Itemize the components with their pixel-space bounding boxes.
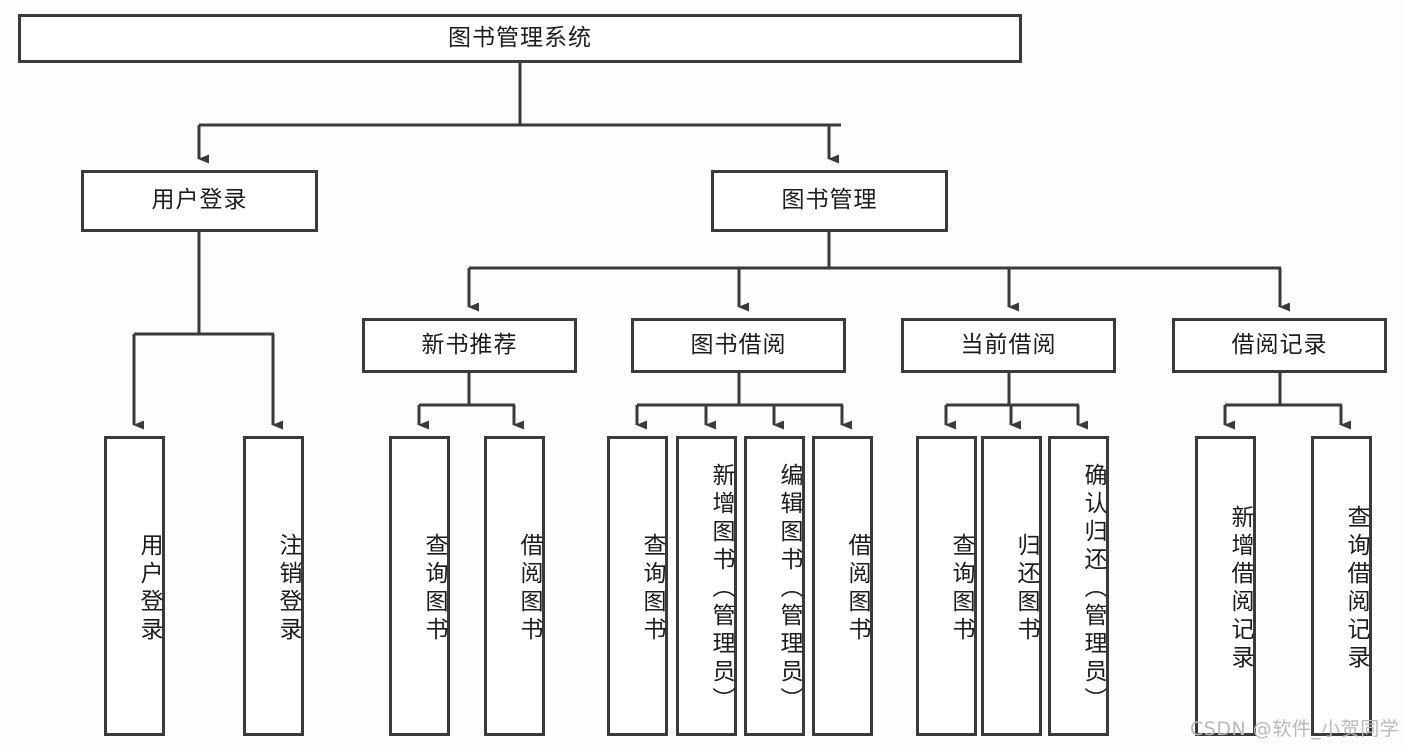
node-leaf-query-book-recommend[interactable]: 查询图书 bbox=[389, 436, 450, 736]
node-leaf-add-book-label: 新增图书（管理员） bbox=[708, 463, 734, 715]
node-leaf-user-logout-label: 注销登录 bbox=[275, 533, 301, 645]
node-leaf-borrow-book-label: 借阅图书 bbox=[844, 533, 870, 645]
node-leaf-query-borrow-record[interactable]: 查询借阅记录 bbox=[1311, 436, 1372, 736]
node-leaf-borrow-book[interactable]: 借阅图书 bbox=[812, 436, 873, 736]
node-leaf-query-book-borrow[interactable]: 查询图书 bbox=[607, 436, 668, 736]
node-book-management[interactable]: 图书管理 bbox=[711, 170, 948, 232]
node-leaf-user-login[interactable]: 用户登录 bbox=[104, 436, 165, 736]
node-leaf-query-book-borrow-label: 查询图书 bbox=[639, 533, 665, 645]
node-leaf-confirm-return-label: 确认归还（管理员） bbox=[1080, 463, 1106, 715]
node-book-borrow[interactable]: 图书借阅 bbox=[631, 318, 846, 373]
node-leaf-edit-book[interactable]: 编辑图书（管理员） bbox=[744, 436, 805, 736]
node-leaf-return-book[interactable]: 归还图书 bbox=[981, 436, 1042, 736]
node-leaf-add-borrow-record-label: 新增借阅记录 bbox=[1227, 505, 1253, 673]
node-new-book-recommend-label: 新书推荐 bbox=[421, 331, 518, 358]
node-book-borrow-label: 图书借阅 bbox=[690, 331, 787, 358]
node-root-label: 图书管理系统 bbox=[448, 24, 592, 51]
node-leaf-user-logout[interactable]: 注销登录 bbox=[243, 436, 304, 736]
node-leaf-add-borrow-record[interactable]: 新增借阅记录 bbox=[1195, 436, 1256, 736]
node-book-management-label: 图书管理 bbox=[781, 187, 878, 214]
node-root[interactable]: 图书管理系统 bbox=[18, 14, 1022, 63]
node-borrow-record[interactable]: 借阅记录 bbox=[1172, 318, 1387, 373]
node-current-borrow[interactable]: 当前借阅 bbox=[901, 318, 1116, 373]
node-leaf-return-book-label: 归还图书 bbox=[1013, 533, 1039, 645]
node-leaf-query-book-current-label: 查询图书 bbox=[948, 533, 974, 645]
node-user-login-label: 用户登录 bbox=[151, 187, 248, 214]
node-new-book-recommend[interactable]: 新书推荐 bbox=[362, 318, 577, 373]
node-user-login[interactable]: 用户登录 bbox=[81, 170, 318, 232]
node-leaf-query-book-current[interactable]: 查询图书 bbox=[916, 436, 977, 736]
node-leaf-user-login-label: 用户登录 bbox=[136, 533, 162, 645]
node-leaf-confirm-return[interactable]: 确认归还（管理员） bbox=[1048, 436, 1109, 736]
node-leaf-query-borrow-record-label: 查询借阅记录 bbox=[1343, 505, 1369, 673]
node-leaf-add-book[interactable]: 新增图书（管理员） bbox=[676, 436, 737, 736]
node-leaf-borrow-book-recommend-label: 借阅图书 bbox=[516, 533, 542, 645]
node-leaf-borrow-book-recommend[interactable]: 借阅图书 bbox=[484, 436, 545, 736]
node-borrow-record-label: 借阅记录 bbox=[1231, 331, 1328, 358]
node-leaf-edit-book-label: 编辑图书（管理员） bbox=[776, 463, 802, 715]
node-current-borrow-label: 当前借阅 bbox=[960, 331, 1057, 358]
node-leaf-query-book-recommend-label: 查询图书 bbox=[421, 533, 447, 645]
csdn-watermark: CSDN @软件_小贺同学 bbox=[1190, 718, 1400, 740]
